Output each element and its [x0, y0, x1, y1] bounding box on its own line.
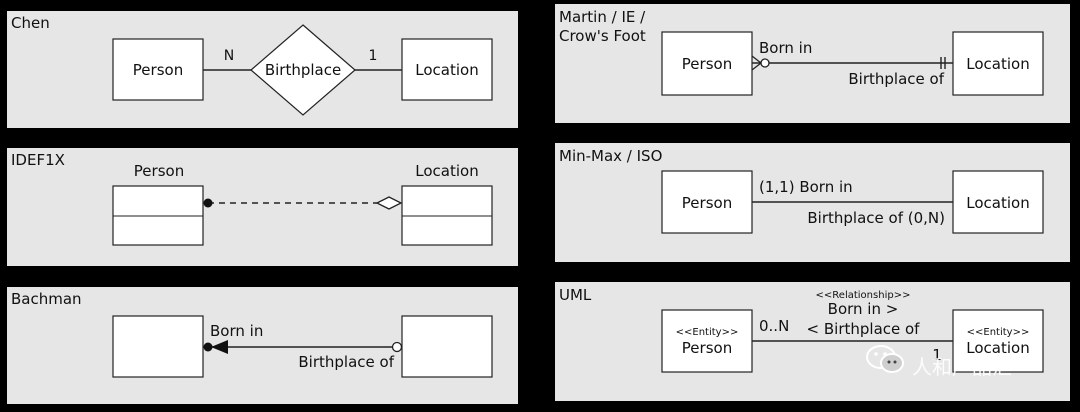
martin-diagram: Person Location Born in Birthplace of: [661, 31, 1044, 96]
uml-diagram: <<Entity>> Person <<Entity>> Location <<…: [661, 290, 1044, 373]
entity-location-label: Location: [966, 55, 1029, 73]
cardinality-right: 1: [369, 48, 378, 64]
open-circle-marker: [391, 341, 403, 353]
minmax-diagram: Person Location (1,1) Born in Birthplace…: [661, 170, 1044, 234]
panel-title: UML: [559, 286, 592, 304]
entity-person: [661, 170, 753, 234]
entity-location: [952, 309, 1044, 373]
idef1x-panel: IDEF1X Person Location: [7, 148, 518, 266]
entity-person: [661, 309, 753, 373]
relationship-stereotype: <<Relationship>>: [816, 290, 911, 301]
label-birthplace-of: Birthplace of: [848, 70, 944, 88]
entity-person-label: Person: [133, 61, 183, 79]
entity-person-label: Person: [134, 162, 184, 180]
entity-location: [952, 31, 1044, 96]
label-born-in: Born in: [759, 39, 812, 57]
entity-location-label: Location: [415, 162, 478, 180]
entity-person-label: Person: [682, 55, 732, 73]
entity-location: [401, 38, 493, 101]
panel-title: IDEF1X: [11, 151, 65, 169]
label-birthplace-of: < Birthplace of: [807, 320, 921, 338]
chen-diagram: Person Location Birthplace N 1: [112, 24, 493, 116]
panel-title: Bachman: [11, 290, 82, 308]
crows-foot-lower: [751, 62, 762, 71]
entity-location-label: Location: [966, 194, 1029, 212]
bachman-diagram: Born in Birthplace of: [112, 315, 493, 378]
stereotype-location: <<Entity>>: [967, 327, 1030, 338]
panel-title: Martin / IE / Crow's Foot: [559, 8, 646, 45]
entity-person: [661, 31, 753, 96]
relationship-label: Birthplace: [265, 61, 341, 79]
martin-panel: Martin / IE / Crow's Foot Person Locatio…: [555, 4, 1070, 123]
label-birthplace-of: Birthplace of: [298, 353, 394, 371]
filled-dot-marker: [203, 342, 213, 352]
entity-person-label: Person: [682, 194, 732, 212]
stereotype-person: <<Entity>>: [676, 327, 739, 338]
entity-location-label: Location: [415, 61, 478, 79]
arrowhead-marker: [211, 340, 228, 354]
minmax-panel: Min-Max / ISO Person Location (1,1) Born…: [555, 143, 1070, 262]
panel-title: Min-Max / ISO: [559, 147, 663, 165]
entity-person-label: Person: [682, 339, 732, 357]
label-birthplace-of: Birthplace of (0,N): [807, 209, 945, 227]
multiplicity-right: 1: [932, 346, 942, 364]
idef1x-diagram: Person Location: [112, 162, 493, 246]
entity-location: [952, 170, 1044, 234]
multiplicity-left: 0..N: [759, 317, 789, 335]
zero-circle-marker: [760, 58, 770, 68]
entity-person: [112, 315, 204, 378]
uml-panel: UML <<Entity>> Person <<Entity>> Locatio…: [555, 282, 1070, 401]
chen-panel: Chen Person Location Birthplace N 1: [7, 11, 518, 128]
bachman-panel: Bachman Born in Birthplace of: [7, 287, 518, 404]
filled-dot-marker: [203, 198, 213, 208]
watermark-text: 人和产品汇: [912, 355, 1012, 379]
relationship-diamond: [250, 24, 356, 116]
label-born-in: (1,1) Born in: [759, 178, 853, 196]
cardinality-left: N: [224, 48, 234, 64]
entity-location: [401, 315, 493, 378]
wechat-icon: [866, 345, 904, 373]
crows-foot-upper: [751, 55, 762, 64]
open-diamond-marker: [375, 196, 403, 210]
label-born-in: Born in: [210, 322, 263, 340]
panel-title: Chen: [11, 14, 50, 32]
label-born-in: Born in >: [828, 300, 899, 318]
entity-location-label: Location: [966, 339, 1029, 357]
